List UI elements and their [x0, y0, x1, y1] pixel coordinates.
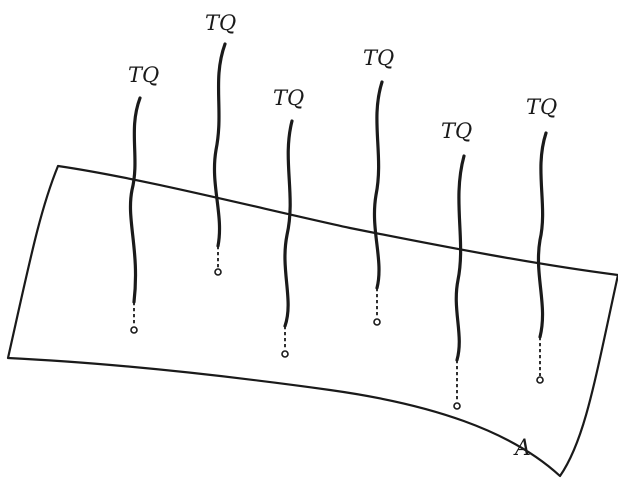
thread-label-5: TQ: [441, 119, 472, 143]
thread-end-dot-4: [373, 318, 381, 326]
thread-label-3: TQ: [273, 86, 304, 110]
thread-end-dot-1: [130, 326, 138, 334]
thread-end-dot-3: [281, 350, 289, 358]
thread-end-dot-6: [536, 376, 544, 384]
thread-label-1: TQ: [128, 63, 159, 87]
thread-label-4: TQ: [363, 46, 394, 70]
thread-end-dot-5: [453, 402, 461, 410]
thread-group-4: TQ: [363, 46, 394, 326]
surface-sheet: [6, 164, 618, 478]
thread-line-1: [128, 96, 142, 304]
thread-group-5: TQ: [441, 119, 472, 410]
thread-group-2: TQ: [205, 11, 236, 276]
thread-line-3: [283, 119, 294, 328]
sheet-label: A: [513, 436, 531, 461]
thread-line-6: [536, 131, 548, 339]
thread-label-2: TQ: [205, 11, 236, 35]
thread-group-3: TQ: [273, 86, 304, 358]
thread-end-dot-2: [214, 268, 222, 276]
thread-group-6: TQ: [526, 95, 557, 384]
thread-line-4: [372, 80, 384, 290]
thread-line-5: [454, 154, 466, 362]
thread-group-1: TQ: [128, 63, 159, 334]
thread-line-2: [212, 42, 227, 248]
thread-label-6: TQ: [526, 95, 557, 119]
